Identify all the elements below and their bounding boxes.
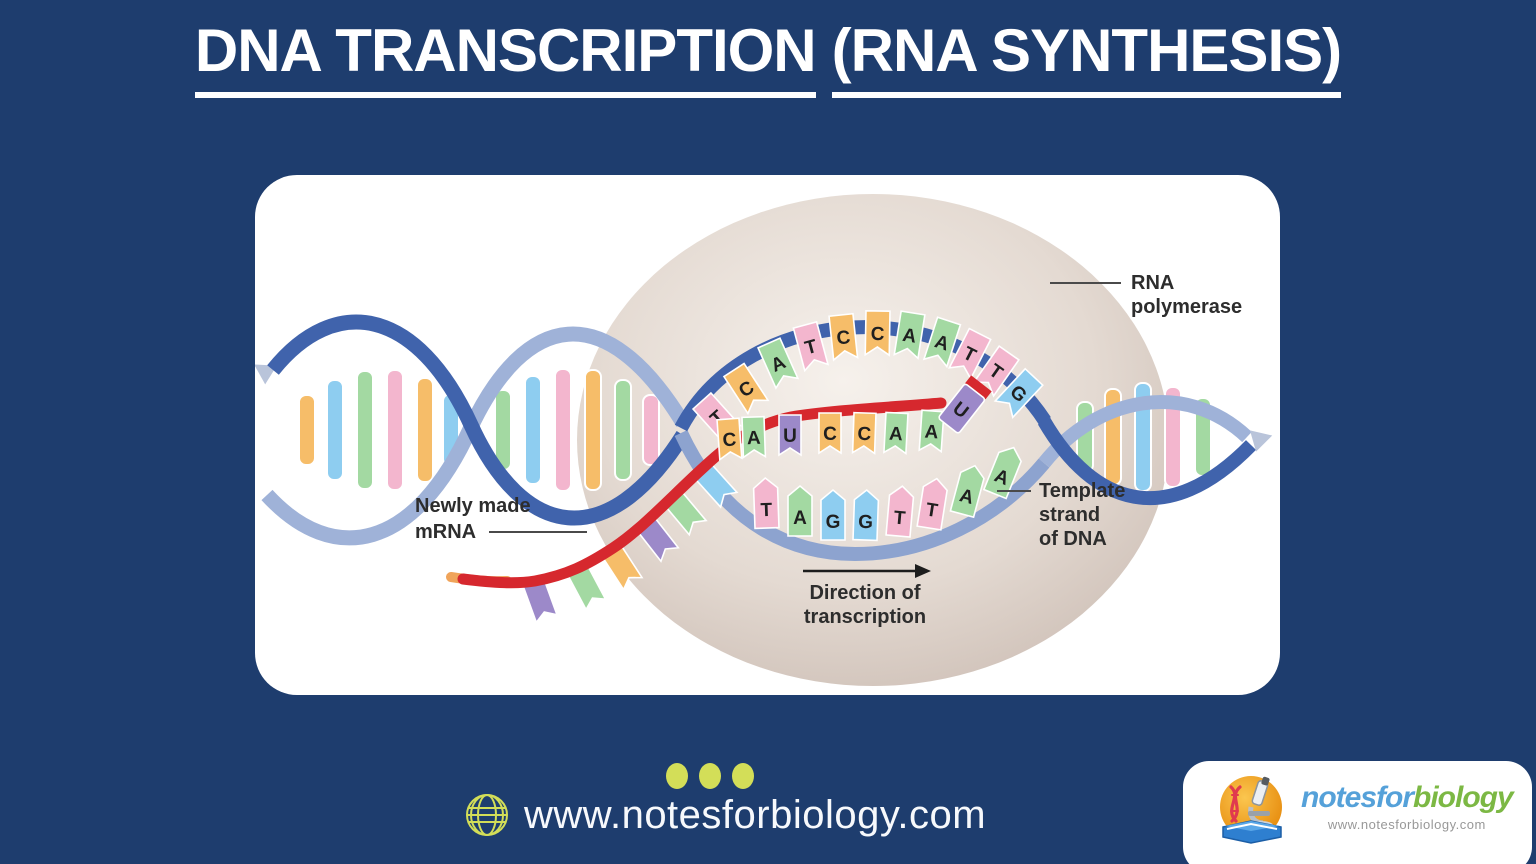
brand-notesfor: notesfor bbox=[1301, 781, 1414, 814]
svg-text:A: A bbox=[793, 508, 807, 529]
svg-text:C: C bbox=[857, 424, 872, 445]
helix-base-bars bbox=[298, 368, 1212, 492]
svg-text:T: T bbox=[893, 508, 907, 530]
helix-rung-bar bbox=[356, 370, 374, 490]
helix-rung-bar bbox=[416, 377, 434, 483]
title-part-2: (RNA SYNTHESIS) bbox=[831, 16, 1342, 98]
helix-rung-bar bbox=[614, 379, 632, 481]
template-base-G: G bbox=[852, 488, 880, 542]
mrna-base-A: A bbox=[883, 411, 909, 456]
template-base-T: T bbox=[916, 477, 948, 531]
svg-text:A: A bbox=[901, 325, 918, 348]
direction-arrow-head bbox=[915, 564, 931, 578]
logo-url: www.notesforbiology.com bbox=[1327, 817, 1486, 832]
rna-polymerase-label-line1: RNA bbox=[1131, 272, 1174, 294]
mrna-base-C: C bbox=[851, 411, 877, 455]
page-title: DNA TRANSCRIPTION (RNA SYNTHESIS) bbox=[0, 16, 1536, 98]
svg-text:A: A bbox=[747, 428, 762, 449]
svg-text:U: U bbox=[783, 426, 797, 447]
svg-text:G: G bbox=[826, 512, 841, 533]
template-strand-label-line1: Template bbox=[1039, 480, 1125, 502]
template-strand-label-line2: strand bbox=[1039, 504, 1100, 526]
top-strand-base-A: A bbox=[756, 337, 800, 390]
dna-icon bbox=[1229, 785, 1242, 823]
helix-right-end-arrow bbox=[1249, 430, 1273, 452]
template-base-A: A bbox=[982, 446, 1022, 500]
helix-rung-bar bbox=[298, 394, 316, 466]
template-base-A: A bbox=[787, 484, 813, 537]
svg-text:T: T bbox=[924, 499, 939, 522]
incoming-nucleotide: U bbox=[938, 375, 992, 434]
footer-dot bbox=[732, 763, 754, 789]
helix-rung-bar bbox=[326, 379, 344, 481]
helix-left-front-ribbon bbox=[267, 314, 690, 526]
rna-polymerase-label-line2: polymerase bbox=[1131, 296, 1242, 318]
svg-text:C: C bbox=[722, 429, 737, 451]
book-icon bbox=[1222, 820, 1282, 844]
globe-icon bbox=[466, 794, 508, 836]
top-strand-base-C: C bbox=[864, 309, 891, 357]
footer-dots bbox=[666, 763, 754, 789]
brand-biology: biology bbox=[1413, 781, 1514, 814]
direction-label-line2: transcription bbox=[804, 606, 926, 628]
mrna-base-U: U bbox=[778, 414, 802, 457]
newly-made-mrna-label-line1: Newly made bbox=[415, 495, 531, 517]
direction-label-line1: Direction of bbox=[809, 582, 920, 604]
helix-rung-bar bbox=[642, 394, 660, 466]
logo-text-block: notesforbiology www.notesforbiology.com bbox=[1301, 781, 1514, 832]
svg-text:A: A bbox=[957, 485, 976, 509]
helix-rung-bar bbox=[386, 369, 404, 491]
bubble-lower-strand bbox=[674, 430, 1050, 562]
mrna-base-C: C bbox=[716, 417, 743, 462]
top-strand-base-A: A bbox=[922, 316, 962, 369]
svg-text:C: C bbox=[836, 327, 852, 349]
template-base-T: T bbox=[885, 485, 915, 538]
helix-rung-bar bbox=[554, 368, 572, 492]
helix-left-end-arrow bbox=[255, 364, 277, 385]
svg-text:A: A bbox=[888, 424, 903, 446]
helix-rung-bar bbox=[584, 369, 602, 491]
helix-rung-bar bbox=[524, 375, 542, 485]
top-strand-base-T: T bbox=[972, 345, 1020, 398]
incoming-u-nucleotide: U bbox=[938, 375, 992, 434]
mrna-base-C: C bbox=[818, 412, 842, 455]
svg-text:C: C bbox=[871, 324, 885, 345]
svg-text:T: T bbox=[760, 500, 773, 521]
brand-text: notesforbiology bbox=[1301, 781, 1514, 815]
notesforbiology-logo-icon bbox=[1220, 776, 1282, 844]
top-strand-base-A: A bbox=[893, 310, 926, 360]
mrna-base-A: A bbox=[918, 409, 945, 454]
top-strand-base-T: T bbox=[947, 327, 992, 381]
svg-text:A: A bbox=[924, 421, 939, 443]
template-base-A: A bbox=[949, 464, 985, 519]
svg-text:G: G bbox=[858, 512, 874, 534]
svg-text:C: C bbox=[823, 424, 837, 445]
helix-right-back-ribbon bbox=[1038, 395, 1252, 468]
footer-dot bbox=[666, 763, 688, 789]
top-strand-base-T: T bbox=[792, 320, 830, 373]
svg-text:A: A bbox=[932, 331, 952, 355]
mrna-base-A: A bbox=[741, 415, 767, 459]
title-part-1: DNA TRANSCRIPTION bbox=[194, 16, 817, 98]
logo-card: notesforbiology www.notesforbiology.com bbox=[1183, 761, 1532, 864]
newly-made-mrna-label-line2: mRNA bbox=[415, 521, 476, 543]
template-strand-label-line3: of DNA bbox=[1039, 528, 1107, 550]
top-strand-base-G: G bbox=[993, 367, 1044, 420]
helix-rung-bar bbox=[1164, 386, 1182, 488]
helix-right-front-ribbon bbox=[1037, 417, 1257, 506]
footer-website: www.notesforbiology.com bbox=[464, 792, 986, 838]
template-base-T: T bbox=[752, 476, 780, 530]
top-strand-base-C: C bbox=[722, 362, 770, 416]
website-url: www.notesforbiology.com bbox=[524, 792, 987, 837]
top-strand-base-C: C bbox=[828, 312, 859, 362]
template-base-G: G bbox=[820, 488, 846, 541]
footer-dot bbox=[699, 763, 721, 789]
